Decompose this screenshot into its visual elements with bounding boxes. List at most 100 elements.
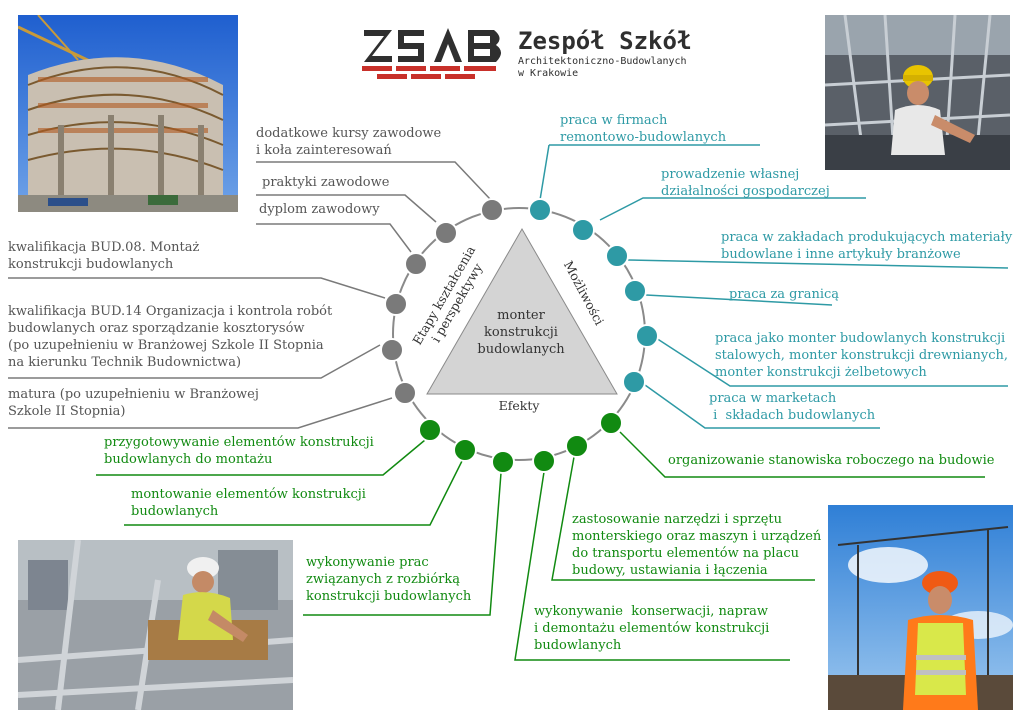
etapy-label-4: kwalifikacja BUD.08. Montaż konstrukcji b… <box>8 240 199 272</box>
etapy-connector-3 <box>256 223 412 253</box>
etapy-label-6-line-1: matura (po uzupełnieniu w Branżowej <box>8 387 259 402</box>
efekty-dot-1 <box>599 411 623 435</box>
efekty-label-6-line-2: budowlanych do montażu <box>104 452 272 467</box>
mozliwosci-label-5: praca jako monter budowlanych konstrukcj… <box>715 331 1008 380</box>
mozliwosci-label-5-line-3: monter konstrukcji żelbetowych <box>715 365 927 380</box>
mozliwosci-label-2: prowadzenie własnej działalności gospodar… <box>661 167 830 199</box>
mozliwosci-label-2-line-2: działalności gospodarczej <box>661 184 830 199</box>
efekty-label-3-line-2: i demontażu elementów konstrukcji <box>534 621 769 636</box>
school-logo <box>362 28 501 79</box>
mozliwosci-connector-link-1 <box>539 144 550 201</box>
mozliwosci-dot-2 <box>571 218 595 242</box>
etapy-connector-2 <box>256 194 437 223</box>
mozliwosci-label-1: praca w firmach remontowo-budowlanych <box>560 113 727 145</box>
photo-worker-yellow-helmet <box>825 15 1010 170</box>
mozliwosci-label-2-line-1: prowadzenie własnej <box>661 167 799 182</box>
mozliwosci-dot-3 <box>605 244 629 268</box>
etapy-connector-1 <box>256 161 491 200</box>
efekty-dot-3 <box>532 449 556 473</box>
mozliwosci-connector-5 <box>655 337 1008 387</box>
etapy-dot-1 <box>480 198 504 222</box>
center-title-line1: monter <box>497 308 545 323</box>
mozliwosci-dot-6 <box>622 370 646 394</box>
etapy-label-1-line-2: i koła zainteresowań <box>256 143 392 158</box>
efekty-label-4-line-1: wykonywanie prac <box>306 555 429 570</box>
mozliwosci-label-6-line-1: praca w marketach <box>709 391 837 406</box>
etapy-label-3-line-1: dyplom zawodowy <box>259 202 380 217</box>
efekty-dot-5 <box>453 438 477 462</box>
efekty-connector-4 <box>303 472 502 616</box>
efekty-label-4: wykonywanie prac związanych z rozbiórką ko… <box>306 555 472 604</box>
efekty-connector-3 <box>514 471 790 661</box>
mozliwosci-label-6-line-2: i składach budowlanych <box>709 408 876 423</box>
logo-subtitle-line1: Architektoniczno-Budowlanych <box>518 56 687 67</box>
efekty-dot-4 <box>491 450 515 474</box>
etapy-dot-5 <box>380 338 404 362</box>
etapy-label-5-line-3: (po uzupełnieniu w Branżowej Szkole II S… <box>8 338 324 353</box>
etapy-label-3: dyplom zawodowy <box>259 202 380 217</box>
efekty-label-2-line-2: monterskiego oraz maszyn i urządzeń <box>572 529 822 544</box>
efekty-label-2-line-3: do transportu elementów na placu <box>572 546 799 561</box>
logo-subtitle-line2: w Krakowie <box>518 68 579 79</box>
photo-building-under-construction <box>18 15 238 212</box>
efekty-label-5-line-2: budowlanych <box>131 504 219 519</box>
efekty-dot-6 <box>418 418 442 442</box>
mozliwosci-label-1-line-1: praca w firmach <box>560 113 668 128</box>
efekty-label-4-line-3: konstrukcji budowlanych <box>306 589 472 604</box>
mozliwosci-connector-2 <box>599 197 866 221</box>
etapy-connector-5 <box>8 344 381 379</box>
efekty-label-4-line-2: związanych z rozbiórką <box>306 572 460 587</box>
efekty-connector-6 <box>96 439 426 476</box>
center-triangle <box>426 227 618 395</box>
efekty-label-5: montowanie elementów konstrukcji budowlan… <box>131 487 366 519</box>
mozliwosci-label-6: praca w marketach i składach budowlanych <box>709 391 876 423</box>
etapy-label-2: praktyki zawodowe <box>262 175 390 190</box>
photo-worker-orange-helmet <box>828 505 1013 710</box>
mozliwosci-dot-1 <box>528 198 552 222</box>
photo-worker-on-scaffolding <box>18 540 293 710</box>
etapy-connector-6 <box>8 397 393 429</box>
etapy-connector-4 <box>8 277 386 299</box>
efekty-label-1-line-1: organizowanie stanowiska roboczego na bu… <box>668 453 995 468</box>
mozliwosci-label-5-line-2: stalowych, monter konstrukcji drewnianyc… <box>715 348 1008 363</box>
efekty-label-5-line-1: montowanie elementów konstrukcji <box>131 487 366 502</box>
efekty-label-2: zastosowanie narzędzi i sprzętu monterski… <box>572 512 822 578</box>
mozliwosci-connector-4 <box>645 294 833 306</box>
etapy-label-6-line-2: Szkole II Stopnia) <box>8 404 125 419</box>
efekty-label-2-line-1: zastosowanie narzędzi i sprzętu <box>572 512 782 527</box>
etapy-label-4-line-2: konstrukcji budowlanych <box>8 257 174 272</box>
etapy-dot-6 <box>393 381 417 405</box>
label-efekty: Efekty <box>499 398 541 413</box>
mozliwosci-label-3-line-1: praca w zakładach produkujących materiał… <box>721 230 1013 245</box>
etapy-dot-4 <box>384 292 408 316</box>
mozliwosci-connector-6 <box>644 384 880 429</box>
efekty-connector-5 <box>124 460 463 526</box>
efekty-label-6-line-1: przygotowywanie elementów konstrukcji <box>104 435 374 450</box>
center-title-line2: konstrukcji <box>484 325 558 340</box>
mozliwosci-label-4-line-1: praca za granicą <box>729 287 839 302</box>
logo-title: Zespół Szkół <box>518 27 692 55</box>
etapy-label-2-line-1: praktyki zawodowe <box>262 175 390 190</box>
etapy-dot-2 <box>434 221 458 245</box>
mozliwosci-connector-3 <box>627 259 1009 269</box>
efekty-label-3-line-3: budowlanych <box>534 638 622 653</box>
efekty-label-1: organizowanie stanowiska roboczego na bu… <box>668 453 995 468</box>
etapy-label-1-line-1: dodatkowe kursy zawodowe <box>256 126 442 141</box>
efekty-connector-1 <box>619 431 985 478</box>
mozliwosci-label-3: praca w zakładach produkujących materiał… <box>721 230 1013 262</box>
etapy-label-4-line-1: kwalifikacja BUD.08. Montaż <box>8 240 199 255</box>
mozliwosci-dot-4 <box>623 279 647 303</box>
mozliwosci-label-1-line-2: remontowo-budowlanych <box>560 130 727 145</box>
efekty-label-2-line-4: budowy, ustawiania i łączenia <box>572 563 768 578</box>
mozliwosci-label-4: praca za granicą <box>729 287 839 302</box>
center-title-line3: budowlanych <box>477 342 565 357</box>
etapy-label-5: kwalifikacja BUD.14 Organizacja i kontro… <box>8 304 333 370</box>
mozliwosci-label-3-line-2: budowlane i inne artykuły branżowe <box>721 247 961 262</box>
efekty-dot-2 <box>565 434 589 458</box>
etapy-label-5-line-4: na kierunku Technik Budownictwa) <box>8 355 241 370</box>
etapy-label-5-line-2: budowlanych oraz sporządzanie kosztorysó… <box>8 321 305 336</box>
etapy-label-5-line-1: kwalifikacja BUD.14 Organizacja i kontro… <box>8 304 333 319</box>
